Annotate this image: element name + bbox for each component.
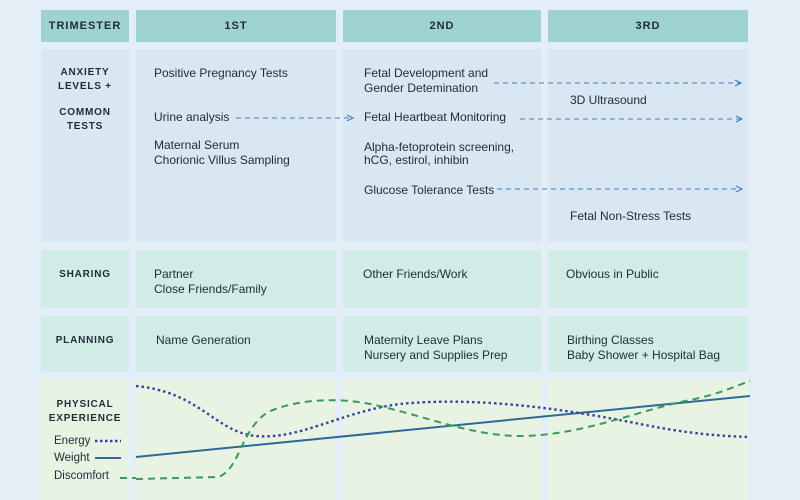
header-third-trimester: 3RD bbox=[548, 10, 748, 42]
legend-weight: Weight bbox=[54, 452, 122, 464]
test-item: Fetal Non-Stress Tests bbox=[570, 209, 692, 223]
legend-energy-label: Energy bbox=[54, 435, 91, 447]
sharing-second-cell bbox=[343, 250, 541, 308]
physical-label-line: EXPERIENCE bbox=[48, 412, 122, 424]
sharing-item: Obvious in Public bbox=[566, 267, 659, 281]
planning-item: Name Generation bbox=[156, 333, 251, 347]
energy-swatch-icon bbox=[95, 439, 122, 443]
anxiety-second-cell bbox=[343, 49, 541, 242]
legend-weight-label: Weight bbox=[54, 452, 90, 464]
sharing-label-cell: SHARING bbox=[41, 250, 129, 308]
test-item: Glucose Tolerance Tests bbox=[364, 183, 495, 197]
planning-label-cell: PLANNING bbox=[41, 316, 129, 372]
anxiety-label-line: ANXIETY bbox=[60, 67, 110, 78]
test-item: 3D Ultrasound bbox=[570, 93, 647, 107]
sharing-first-cell bbox=[136, 250, 336, 308]
weight-swatch-icon bbox=[94, 457, 121, 459]
test-item: Urine analysis bbox=[154, 110, 230, 124]
header-trimester-label: TRIMESTER bbox=[48, 20, 122, 32]
planning-item: Baby Shower + Hospital Bag bbox=[567, 348, 721, 362]
planning-item: Birthing Classes bbox=[567, 333, 654, 347]
header-first-trimester: 1ST bbox=[136, 10, 336, 42]
test-item: Alpha-fetoprotein screening, bbox=[364, 140, 515, 154]
anxiety-label-line: TESTS bbox=[66, 120, 104, 132]
planning-second-cell bbox=[343, 316, 541, 372]
test-item: Fetal Heartbeat Monitoring bbox=[364, 110, 507, 124]
physical-second-cell bbox=[343, 379, 541, 500]
test-item: Gender Detemination bbox=[364, 81, 479, 95]
sharing-third-cell bbox=[548, 250, 748, 308]
legend-energy: Energy bbox=[54, 435, 122, 447]
discomfort-curve bbox=[135, 380, 751, 480]
planning-row-label: PLANNING bbox=[55, 335, 115, 346]
physical-label-line: PHYSICAL bbox=[56, 399, 114, 410]
sharing-row-label: SHARING bbox=[59, 269, 111, 280]
planning-third-cell bbox=[548, 316, 748, 372]
anxiety-label-cell: ANXIETY LEVELS + COMMON TESTS bbox=[41, 49, 129, 242]
sharing-item: Close Friends/Family bbox=[154, 282, 267, 296]
header-second-trimester: 2ND bbox=[343, 10, 541, 42]
planning-item: Nursery and Supplies Prep bbox=[364, 348, 508, 362]
legend-discomfort: Discomfort bbox=[54, 470, 109, 482]
physical-label-cell: PHYSICAL EXPERIENCE bbox=[41, 379, 129, 500]
header-second-label: 2ND bbox=[429, 20, 455, 32]
header-third-label: 3RD bbox=[635, 20, 661, 32]
anxiety-row-label: ANXIETY LEVELS + COMMON TESTS bbox=[41, 66, 129, 133]
sharing-item: Other Friends/Work bbox=[363, 267, 468, 281]
planning-first-cell bbox=[136, 316, 336, 372]
header-first-label: 1ST bbox=[224, 20, 248, 32]
legend-discomfort-label: Discomfort bbox=[54, 470, 109, 482]
test-item: Chorionic Villus Sampling bbox=[154, 153, 290, 167]
test-item: Maternal Serum bbox=[154, 138, 240, 152]
test-item: Positive Pregnancy Tests bbox=[154, 66, 288, 80]
header-trimester: TRIMESTER bbox=[41, 10, 129, 42]
planning-item: Maternity Leave Plans bbox=[364, 333, 483, 347]
sharing-item: Partner bbox=[154, 267, 194, 281]
test-item: hCG, estirol, inhibin bbox=[364, 153, 469, 167]
weight-curve bbox=[135, 395, 751, 458]
test-item: Fetal Development and bbox=[364, 66, 489, 80]
anxiety-first-cell bbox=[136, 49, 336, 242]
anxiety-label-line: LEVELS + bbox=[58, 80, 112, 92]
energy-curve bbox=[135, 384, 751, 439]
anxiety-label-line: COMMON bbox=[59, 107, 111, 118]
physical-row-label: PHYSICAL EXPERIENCE bbox=[41, 398, 129, 425]
anxiety-third-cell bbox=[548, 49, 748, 242]
